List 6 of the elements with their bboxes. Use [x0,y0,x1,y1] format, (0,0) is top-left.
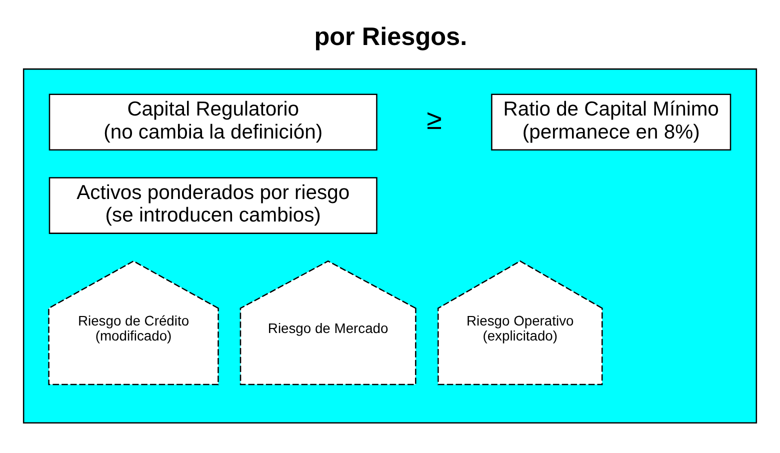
node-box: Capital Regulatorio (no cambia la definición) [48,93,378,150]
node-box: Ratio de Capital Mínimo (permanece en 8%) [491,93,732,150]
node-box: Activos ponderados por riesgo (se introducen cambios) [48,176,378,234]
cluster [22,68,758,423]
diagram-title: por Riesgos. [314,22,468,51]
label: ≥ [426,104,442,135]
